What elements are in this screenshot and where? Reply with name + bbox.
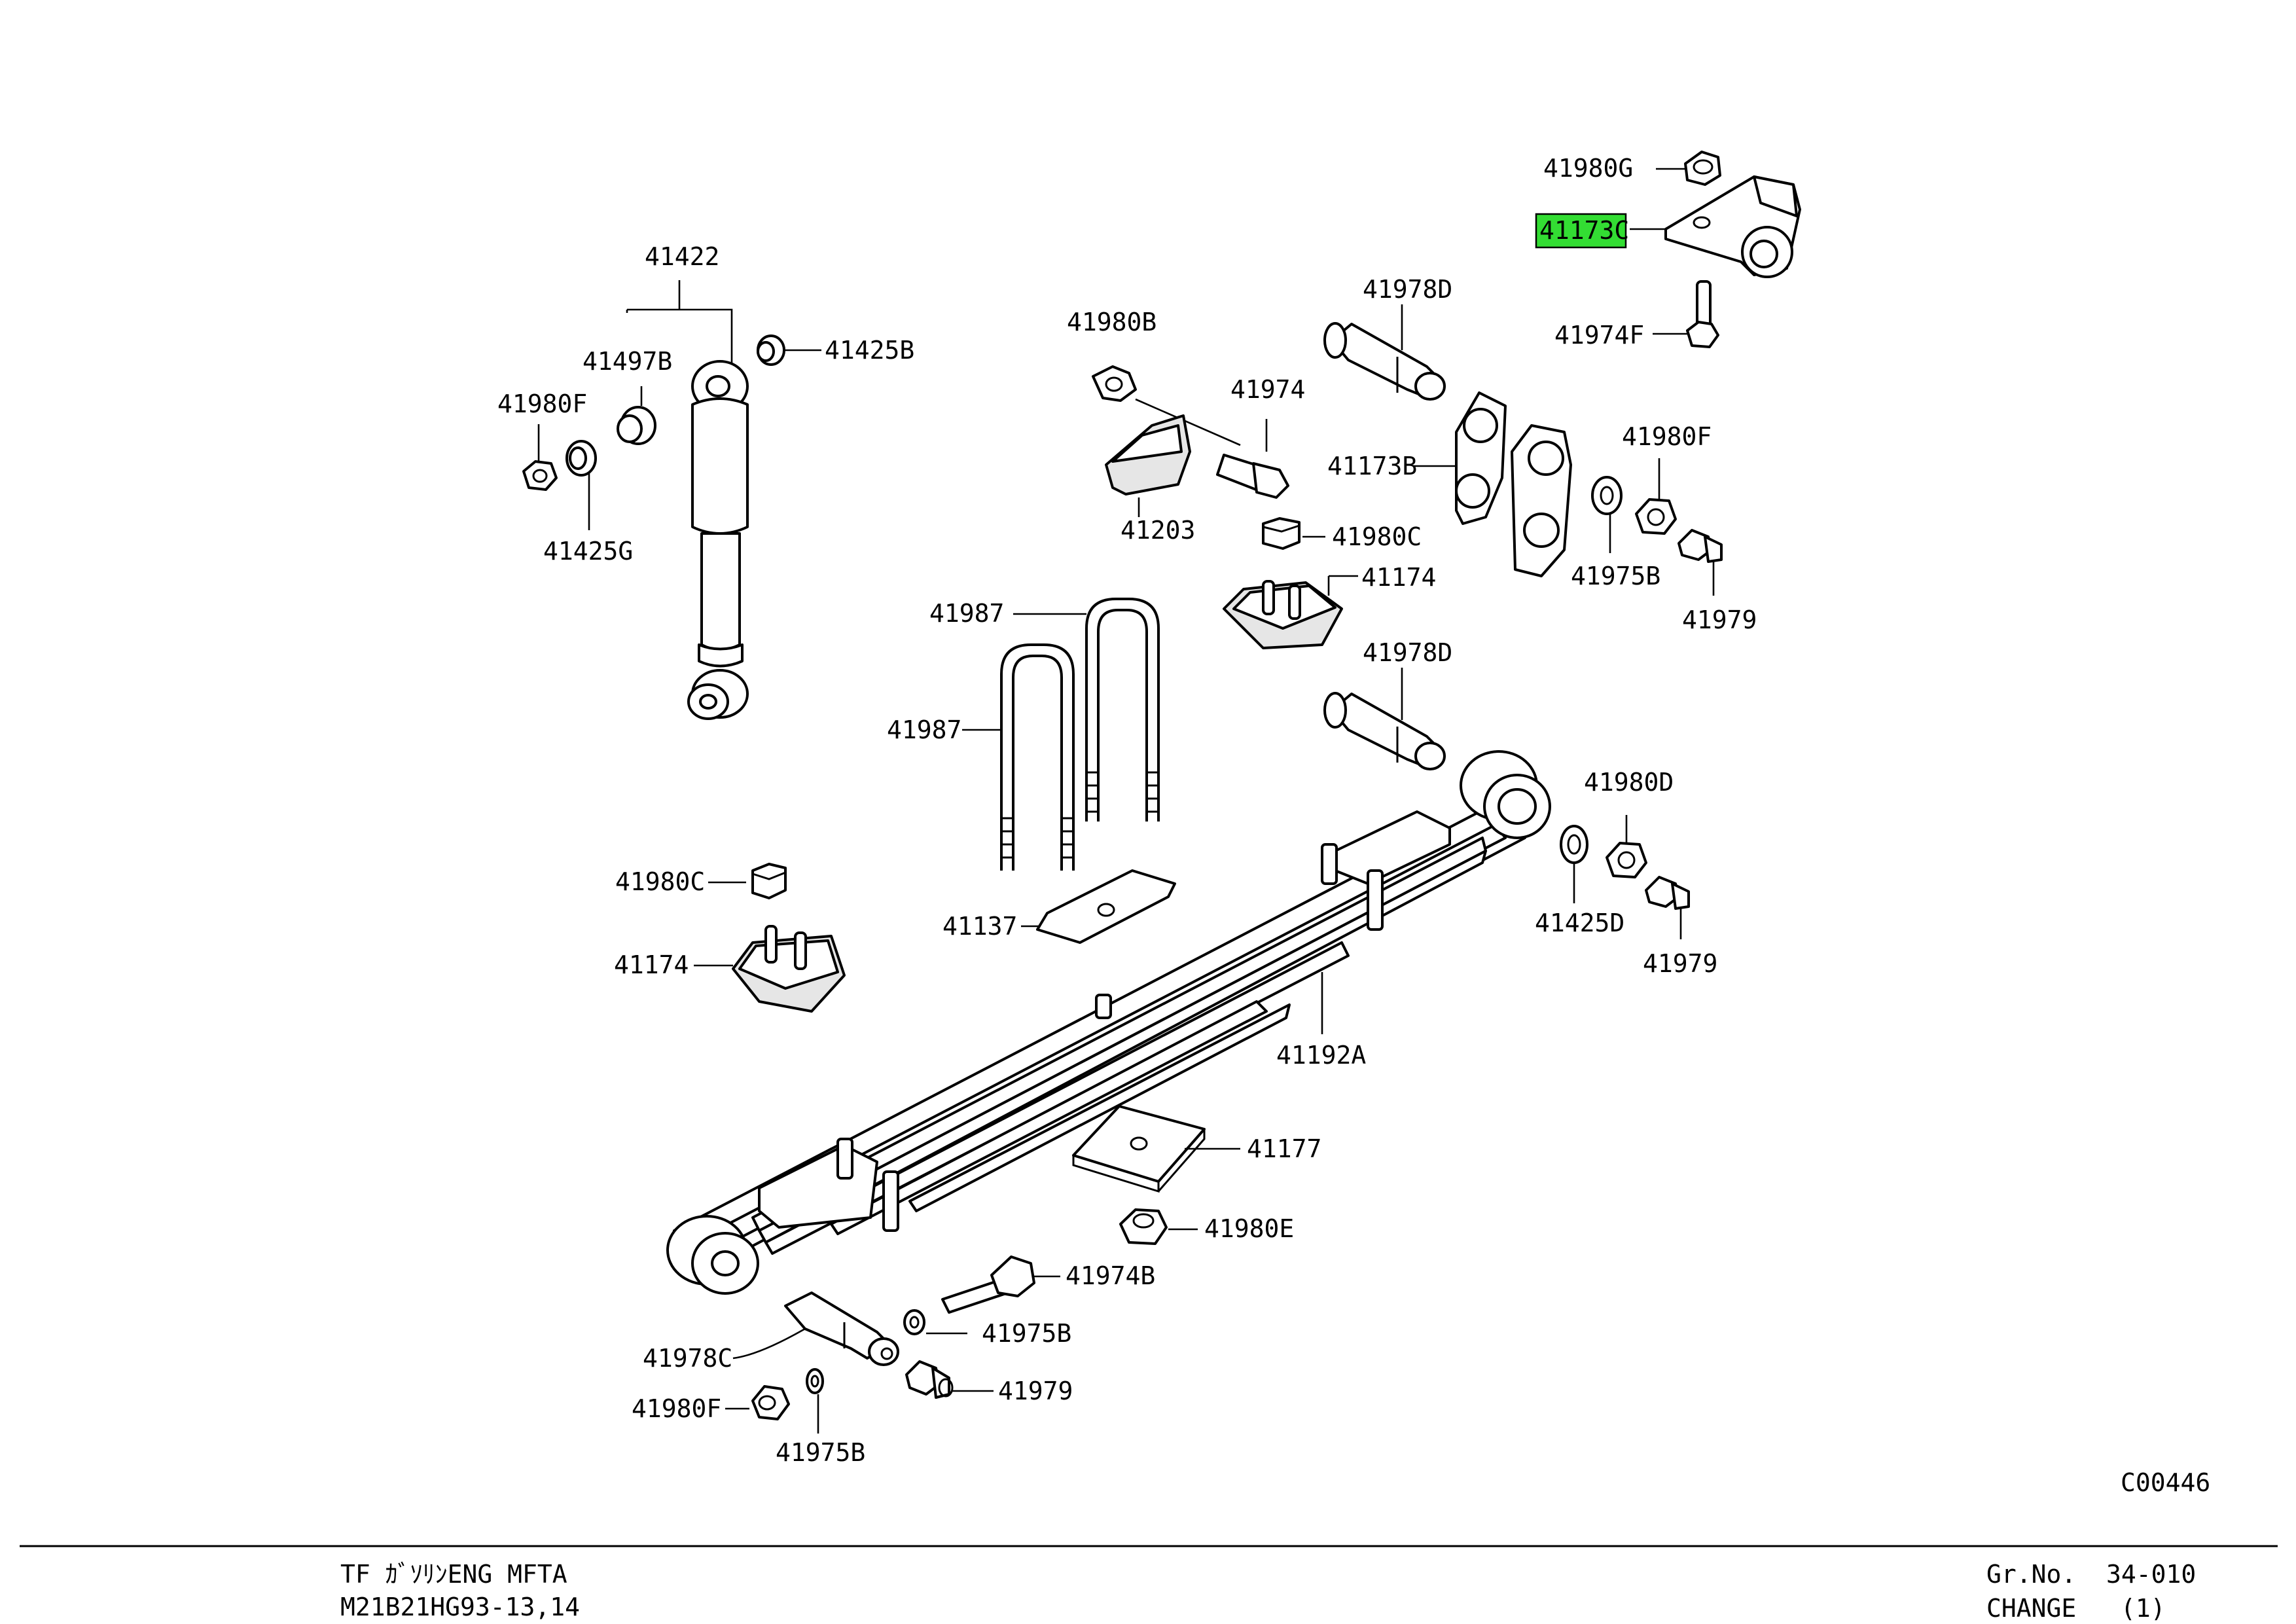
callout-41422[interactable]: 41422 [645,242,719,271]
bolt-41974 [1216,419,1289,499]
callout-41975B-front[interactable]: 41975B [982,1319,1071,1348]
shackle-plate-41173B [1414,391,1572,577]
callout-41203[interactable]: 41203 [1121,516,1195,545]
callout-41980C-upper[interactable]: 41980C [1332,522,1422,551]
group-value: 34-010 [2106,1560,2196,1589]
nut-41980E [1119,1208,1198,1245]
callout-41978D-upper[interactable]: 41978D [1363,275,1452,304]
bump-stop-lower-41174 [694,863,846,1013]
callout-41975B-lower[interactable]: 41975B [776,1438,865,1467]
callout-41974[interactable]: 41974 [1230,375,1305,404]
change-label: CHANGE [1986,1594,2076,1623]
shock-nut-41980F [522,424,558,491]
callout-41980C-lower[interactable]: 41980C [615,867,705,896]
callout-41980G[interactable]: 41980G [1543,154,1633,183]
callout-41978D-lower[interactable]: 41978D [1363,638,1452,667]
callout-41174-upper[interactable]: 41174 [1361,563,1436,592]
callout-41173C[interactable]: 41173C [1539,216,1629,245]
leaf-spring-assembly-41192A [666,750,1551,1295]
shock-absorber-drawing [626,280,749,720]
callout-41137[interactable]: 41137 [942,912,1017,941]
callout-41979-rear-upper[interactable]: 41979 [1682,605,1757,634]
callout-41497B[interactable]: 41497B [583,347,672,376]
model-line-1: TF ｶﾞｿﾘﾝENG MFTA [340,1560,567,1589]
callout-41979-rear-lower[interactable]: 41979 [1643,949,1717,978]
callout-41974B[interactable]: 41974B [1066,1261,1155,1290]
callout-41987-front[interactable]: 41987 [887,715,961,744]
change-value: (1) [2121,1594,2166,1623]
shock-bush-41497B [617,386,656,445]
group-label: Gr.No. [1986,1560,2076,1589]
spring-pin-41978D-lower [1323,668,1446,770]
callout-41987-rear[interactable]: 41987 [929,599,1004,628]
model-line-2: M21B21HG93-13,14 [340,1593,580,1621]
u-bolt-rear [1013,598,1160,821]
callout-labels: 41980G 41173C 41974F 41978D 41173B 41980… [497,154,1757,1467]
spring-seat-41137 [1021,869,1176,944]
grease-nipple-41979-front [905,1360,994,1399]
spring-pin-41978C [732,1291,899,1366]
nut-41980F-front [725,1385,790,1420]
nut-41980D [1605,815,1647,878]
callout-41173B[interactable]: 41173B [1327,452,1417,480]
callout-41980D[interactable]: 41980D [1584,768,1674,797]
washer-41975B-front [903,1309,967,1335]
callout-41192A[interactable]: 41192A [1276,1041,1366,1070]
callout-41975B-rear[interactable]: 41975B [1571,562,1660,590]
callout-41980F-rear[interactable]: 41980F [1622,422,1712,451]
highlight-box-41173C [1535,213,1627,249]
callout-41974F[interactable]: 41974F [1554,321,1644,350]
callout-41978C[interactable]: 41978C [643,1344,732,1373]
callout-41980F-front[interactable]: 41980F [632,1394,721,1423]
callout-41979-front[interactable]: 41979 [998,1377,1073,1405]
u-bolt-front [962,643,1075,871]
callout-41177[interactable]: 41177 [1247,1134,1321,1163]
diagram-code: C00446 [2121,1468,2210,1497]
shock-washer-41425G [565,440,597,530]
shock-washer-41425B [757,334,821,366]
washer-41975B-rear [1591,476,1623,553]
nut-41980F-rear [1635,458,1677,535]
callout-41980E[interactable]: 41980E [1204,1214,1294,1243]
bumper-41203 [1092,365,1241,517]
grease-nipple-41979-rear-upper [1677,529,1723,596]
callout-41980F-shock[interactable]: 41980F [497,389,587,418]
grease-nipple-41979-rear-lower [1645,876,1690,939]
hanger-bracket-41173C [1630,151,1801,278]
bolt-41974B [941,1255,1060,1314]
washer-41425D [1560,825,1588,903]
washer-41975B-lower [806,1368,824,1434]
callout-41980B[interactable]: 41980B [1067,308,1157,336]
footer: TF ｶﾞｿﾘﾝENG MFTA M21B21HG93-13,14 Gr.No.… [340,1560,2196,1623]
callout-41174-lower[interactable]: 41174 [614,950,689,979]
callout-41425G[interactable]: 41425G [543,537,633,566]
callout-41425D[interactable]: 41425D [1535,909,1624,937]
bump-stop-upper-41174 [1223,517,1358,649]
spring-pin-41978D-upper [1323,304,1446,401]
bolt-41974F [1653,280,1719,348]
callout-41425B[interactable]: 41425B [825,336,914,365]
plate-41177 [1072,1105,1240,1193]
